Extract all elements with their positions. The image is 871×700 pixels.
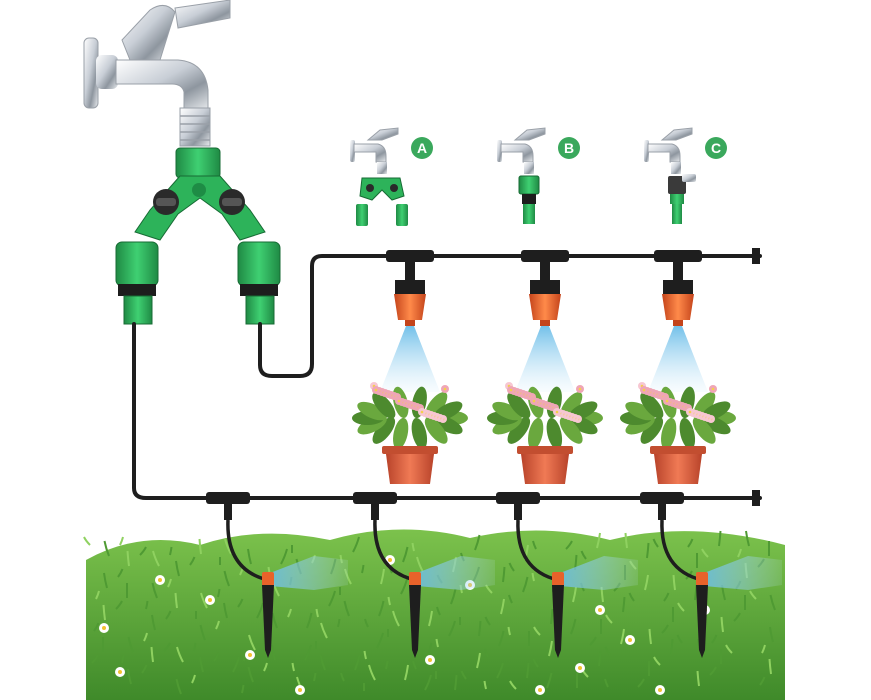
daisy-flower [115, 667, 125, 677]
mini-y-splitter [359, 177, 405, 201]
hanging-emitter [620, 250, 736, 484]
micro-tube [373, 519, 416, 582]
spray-nozzle [262, 572, 274, 586]
y-splitter-connector [134, 147, 266, 241]
potted-plant [620, 382, 736, 484]
daisy-flower [655, 685, 665, 695]
flower-pot-rim [517, 446, 573, 454]
tubing [132, 254, 762, 500]
ground-stake [409, 585, 421, 658]
water-mist [515, 326, 575, 392]
option-letter: A [417, 140, 427, 156]
daisy-flower [245, 650, 255, 660]
daisy-flower [575, 663, 585, 673]
daisy-flower [425, 655, 435, 665]
flower-pot-rim [650, 446, 706, 454]
ground-stake-sprayers [206, 492, 782, 658]
tee-connector [654, 250, 702, 262]
connection-option-b: B [497, 127, 580, 224]
water-mist [380, 326, 440, 392]
potted-plant [352, 382, 468, 484]
water-spray [417, 556, 495, 590]
stake-sprayer [496, 492, 638, 658]
daisy-flower [595, 605, 605, 615]
micro-tube [660, 519, 703, 582]
daisy-flower [625, 635, 635, 645]
quick-connector-right [237, 241, 281, 325]
spray-nozzle [696, 572, 708, 586]
connection-option-a: A [350, 127, 433, 226]
daisy-flower [295, 685, 305, 695]
tee-connector [206, 492, 250, 504]
option-badge: A [411, 137, 433, 159]
option-letter: C [711, 140, 721, 156]
flower-pot [386, 454, 434, 484]
connection-options: A B C [350, 127, 727, 226]
quick-connector-left [115, 241, 159, 325]
option-badge: B [558, 137, 580, 159]
potted-plant [487, 382, 603, 484]
micro-tube [516, 519, 559, 582]
ground-stake [696, 585, 708, 658]
stake-sprayer [640, 492, 782, 658]
micro-tube [226, 519, 269, 582]
mini-faucet [353, 143, 387, 163]
daisy-flower [535, 685, 545, 695]
mini-adapter [518, 175, 540, 195]
daisy-flower [155, 575, 165, 585]
option-badge: C [705, 137, 727, 159]
hanging-emitter [487, 250, 603, 484]
mist-nozzle [662, 294, 694, 320]
ground-stake [552, 585, 564, 658]
tube-end-plugs [752, 248, 760, 506]
tee-connector [521, 250, 569, 262]
daisy-flower [205, 595, 215, 605]
connection-option-c: C [644, 127, 727, 224]
water-spray [704, 556, 782, 590]
mist-nozzle [394, 294, 426, 320]
water-spray [270, 556, 348, 590]
tee-connector [386, 250, 434, 262]
mini-faucet [647, 143, 681, 163]
hanging-emitter [352, 250, 468, 484]
stake-sprayer [206, 492, 348, 658]
flower-pot-rim [382, 446, 438, 454]
daisy-flower [99, 623, 109, 633]
ground-stake [262, 585, 274, 658]
flower-pot [521, 454, 569, 484]
mini-faucet [500, 143, 534, 163]
stake-sprayer [353, 492, 495, 658]
spray-nozzle [552, 572, 564, 586]
water-mist [648, 326, 708, 392]
main-faucet [83, 0, 231, 147]
spray-nozzle [409, 572, 421, 586]
grass-lawn [83, 529, 785, 700]
mist-nozzle [529, 294, 561, 320]
water-spray [560, 556, 638, 590]
mini-clamp [668, 176, 686, 194]
flower-pot [654, 454, 702, 484]
tee-connector [496, 492, 540, 504]
tee-connector [640, 492, 684, 504]
option-letter: B [564, 140, 574, 156]
hanging-mist-emitters [352, 250, 736, 484]
tee-connector [353, 492, 397, 504]
